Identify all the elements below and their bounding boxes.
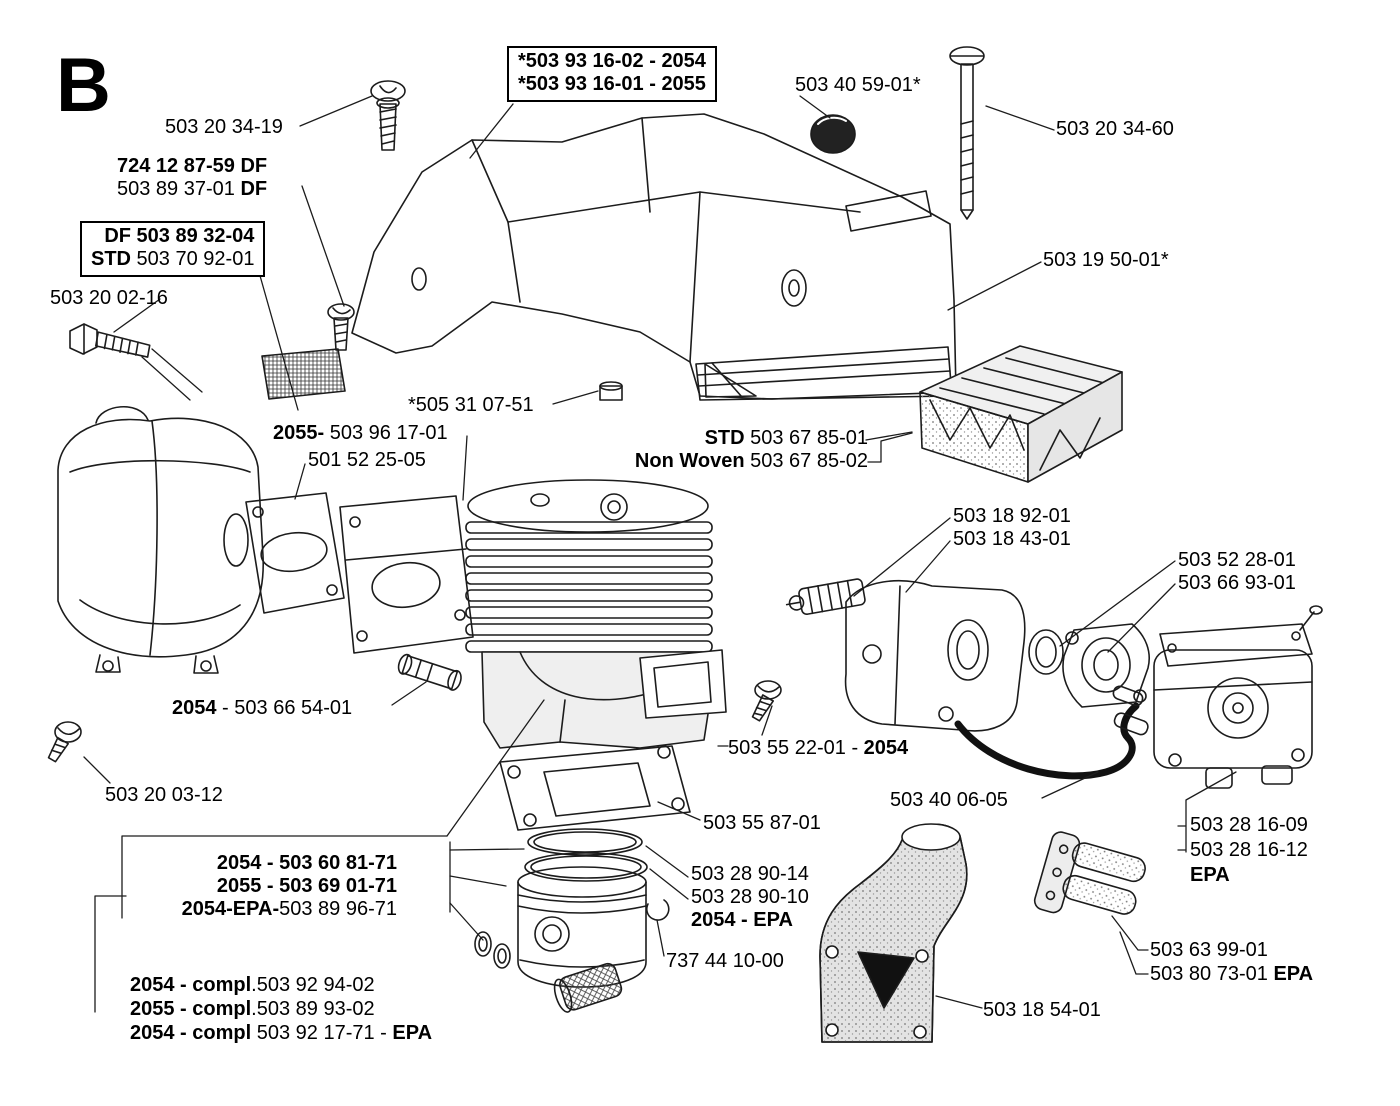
base-gasket-part [499,745,691,831]
impulse-hose-part [954,702,1140,780]
decompression-valve-part [397,653,462,691]
part-label-503-63-99-01: 503 63 99-01 [1150,939,1268,961]
part-label-503-18-92-01: 503 18 92-01 [953,505,1071,527]
part-label-epa: EPA [1190,864,1230,886]
spacer-ring-part [1028,629,1064,675]
exhaust-gasket-part [245,492,345,614]
label-group-rings: 503 28 90-14 503 28 90-10 2054 - EPA [691,863,809,932]
part-label-503-66-54-01: 2054 - 503 66 54-01 [172,697,353,719]
part-label-503-28-16-09: 503 28 16-09 [1190,814,1308,836]
mesh-screen-part [261,348,346,400]
round-cap-part [810,114,856,154]
part-label-503-19-50-01: 503 19 50-01* [1043,249,1169,271]
heat-shield-part [339,495,474,654]
part-label-503-20-03-12: 503 20 03-12 [105,784,223,806]
label-group-piston: 2054 - 503 60 81-71 2055 - 503 69 01-71 … [182,852,397,921]
part-label-503-20-02-16: 503 20 02-16 [50,287,168,309]
screw-cylinder-part [751,680,782,722]
part-label-724-12-87-59: 724 12 87-59 DF [117,155,268,177]
section-letter: B [56,43,111,128]
part-label-503-40-59-01: 503 40 59-01* [795,74,921,96]
part-label-503-67-85-01: STD 503 67 85-01 [704,427,868,449]
part-label-503-89-93-02: 2055 - compl.503 89 93-02 [130,998,375,1020]
air-guide-part [819,823,968,1043]
insulator-part [1062,623,1150,708]
filter-bracket-part [1033,831,1146,915]
long-bolt-part [949,46,985,220]
piston-rings-part [524,828,648,882]
top-cover-part [351,113,957,401]
clamp-part [785,578,866,616]
part-label-503-92-94-02: 2054 - compl.503 92 94-02 [130,974,375,996]
part-label-737-44-10-00: 737 44 10-00 [666,950,784,972]
leader-lines [83,95,1237,1013]
label-group-complete-cylinder: 2054 - compl.503 92 94-02 2055 - compl.5… [130,973,432,1045]
part-label-503-52-28-01: 503 52 28-01 [1178,549,1296,571]
part-label-503-89-96-71: 2054-EPA-503 89 96-71 [181,898,397,920]
part-label-503-69-01-71: 2055 - 503 69 01-71 [216,875,397,897]
part-label-503-20-34-60: 503 20 34-60 [1056,118,1174,140]
carburetor-part [1112,605,1323,789]
screw-muffler-part [47,721,82,763]
part-label-503-40-06-05: 503 40 06-05 [890,789,1008,811]
part-label-503-28-90-10: 503 28 90-10 [691,886,809,908]
part-label-503-80-73-01: 503 80 73-01 EPA [1150,963,1314,985]
label-group-air-filter: STD 503 67 85-01 Non Woven 503 67 85-02 [635,427,868,473]
screw-mid-part [327,303,355,351]
part-label-503-18-54-01: 503 18 54-01 [983,999,1101,1021]
part-label-501-52-25-05: 501 52 25-05 [308,449,426,471]
part-label-503-89-32-04: DF 503 89 32-04 [104,225,255,247]
part-label-box-cover-variants: *503 93 16-02 - 2054 *503 93 16-01 - 205… [507,46,717,102]
part-label-503-55-22-01: 503 55 22-01 - 2054 [728,737,909,759]
needle-bearing-part [553,962,623,1013]
part-label-503-89-37-01: 503 89 37-01 DF [117,178,268,200]
part-label-503-28-90-14: 503 28 90-14 [691,863,809,885]
part-label-503-66-93-01: 503 66 93-01 [1178,572,1296,594]
cylinder-part [465,479,727,749]
screw-top-left-part [370,80,406,151]
small-cap-part [599,381,623,401]
part-label-503-55-87-01: 503 55 87-01 [703,812,821,834]
air-filter-part [919,345,1123,483]
part-label-503-70-92-01: STD 503 70 92-01 [91,248,255,270]
piston-part [517,866,647,988]
bolt-left-part [69,323,151,358]
part-label-503-93-16-01: *503 93 16-01 - 2055 [518,73,706,95]
part-label-505-31-07-51: *505 31 07-51 [408,394,534,416]
part-label-503-18-43-01: 503 18 43-01 [953,528,1071,550]
part-label-2054-epa: 2054 - EPA [691,909,793,931]
part-label-503-92-17-71: 2054 - compl 503 92 17-71 - EPA [130,1022,433,1044]
part-label-503-67-85-02: Non Woven 503 67 85-02 [634,450,868,472]
label-group-carburetor: 503 28 16-09 503 28 16-12 EPA [1190,813,1308,888]
part-label-503-96-17-01: 2055- 503 96 17-01 [273,422,448,444]
part-label-503-93-16-02: *503 93 16-02 - 2054 [518,50,706,72]
part-label-503-28-16-12: 503 28 16-12 [1190,839,1308,861]
part-label-box-df-std: DF 503 89 32-04 STD 503 70 92-01 [80,221,266,277]
intake-manifold-part [844,580,1026,732]
label-group-filter-bracket: 503 63 99-01 503 80 73-01 EPA [1150,938,1313,986]
part-label-503-20-34-19: 503 20 34-19 [165,116,283,138]
muffler-part [57,406,264,674]
circlips-washers-part [474,899,670,969]
part-label-503-60-81-71: 2054 - 503 60 81-71 [216,852,397,874]
